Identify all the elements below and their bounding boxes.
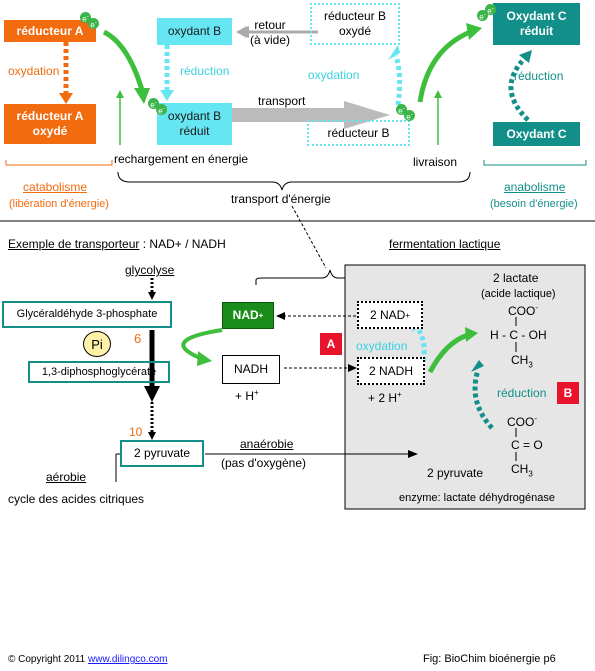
catabolisme-brace — [5, 160, 113, 166]
two-h-plus-label: + 2 H+ — [368, 390, 402, 405]
liberation-label: (libération d'énergie) — [9, 198, 109, 210]
glycolyse-label: glycolyse — [125, 263, 175, 277]
aerobie-label: aérobie — [46, 470, 87, 484]
transport-label: transport — [258, 94, 306, 108]
reduction-mid-label: réduction — [180, 64, 230, 78]
electron-icon: e- — [477, 10, 488, 22]
electron-icon: e- — [148, 98, 159, 110]
connector-dashed — [291, 205, 327, 269]
transport-arrow — [232, 101, 390, 129]
reducteur-a-oxyde-box: réducteur A oxydé — [4, 104, 96, 144]
reduction-bottom-arrow — [472, 369, 494, 430]
oxydation-right-arrow — [393, 55, 403, 106]
cycle-label: cycle des acides citriques — [8, 492, 145, 506]
lactate-row: H - C - OH — [490, 328, 547, 342]
fermentation-title: fermentation lactique — [389, 237, 501, 251]
label-b-badge: B — [557, 382, 579, 404]
ch3-top: CH3 — [511, 353, 533, 370]
anabolisme-brace — [483, 160, 587, 166]
website-link[interactable]: www.dilingco.com — [88, 654, 168, 665]
pas-oxygene-label: (pas d'oxygène) — [221, 456, 307, 470]
besoin-label: (besoin d'énergie) — [490, 198, 578, 210]
catabolisme-label: catabolisme — [23, 180, 88, 194]
oxydant-b-box: oxydant B — [157, 18, 232, 45]
green-arrow-b-to-c — [417, 29, 472, 103]
reducteur-b-oxyde-box: réducteur B oxydé — [310, 3, 400, 45]
pyruvate-row: C = O — [511, 438, 543, 452]
oxydant-c-box: Oxydant C — [493, 122, 580, 146]
anaerobie-label: anaérobie — [240, 437, 294, 451]
oxydation-bottom-label: oxydation — [356, 339, 408, 353]
step-10-label: 10 — [129, 425, 143, 439]
anabolisme-label: anabolisme — [504, 180, 566, 194]
copyright: © Copyright 2011 www.dilingco.com — [8, 654, 168, 665]
reduction-right-arrow — [508, 55, 530, 122]
green-arrow-nadh — [427, 332, 469, 374]
reducteur-a-box: réducteur A — [4, 20, 96, 42]
reducteur-a-label: réducteur A — [16, 23, 84, 38]
two-pyruvate-label: 2 pyruvate — [427, 466, 484, 480]
electron-icon: e- — [396, 104, 407, 116]
pi-bubble: Pi — [83, 331, 111, 357]
h-plus-label: + H+ — [235, 388, 259, 403]
oxydation-left-label: oxydation — [8, 64, 60, 78]
g3p-box: Glycéraldéhyde 3-phosphate — [2, 301, 172, 328]
green-arrow-a-to-b — [102, 29, 145, 91]
label-a-badge: A — [320, 333, 342, 355]
step-6-label: 6 — [134, 331, 142, 346]
oxydation-right-label: oxydation — [308, 68, 360, 82]
green-arrow-nad — [181, 328, 223, 360]
electron-icon: e- — [88, 18, 99, 30]
transport-brace — [117, 171, 471, 191]
coo-bottom: COO- — [507, 414, 538, 429]
two-nad-plus-box: 2 NAD+ — [357, 301, 423, 329]
two-nadh-box: 2 NADH — [357, 357, 425, 385]
two-lactate-label: 2 lactate — [493, 271, 539, 285]
dpg-box: 1,3-diphosphoglycérate — [28, 361, 170, 383]
acide-lactique-label: (acide lactique) — [481, 288, 556, 300]
electron-icon: e- — [156, 104, 167, 116]
ch3-bottom: CH3 — [511, 462, 533, 479]
recharge-label: rechargement en énergie — [114, 152, 249, 166]
reduction-right-label: réduction — [514, 69, 564, 83]
electron-icon: e- — [485, 4, 496, 16]
pyruvate-box: 2 pyruvate — [120, 440, 204, 467]
retour-label: retour (à vide) — [250, 18, 291, 47]
livraison-label: livraison — [413, 155, 458, 169]
electron-icon: e- — [404, 110, 415, 122]
exemple-title: Exemple de transporteur : NAD+ / NADH — [8, 237, 226, 251]
electron-icon: e- — [80, 12, 91, 24]
reduction-bottom-label: réduction — [497, 386, 547, 400]
nadh-box: NADH — [222, 355, 280, 384]
enzyme-label: enzyme: lactate déhydrogénase — [399, 492, 555, 504]
nad-plus-box: NAD+ — [222, 302, 274, 329]
oxydant-c-reduit-box: Oxydant C réduit — [493, 3, 580, 45]
coo-top: COO- — [508, 303, 539, 318]
oxydant-b-reduit-box: oxydant B réduit — [157, 103, 232, 145]
reducteur-b-box: réducteur B — [307, 120, 410, 146]
transport-energie-label: transport d'énergie — [231, 192, 331, 206]
fig-caption: Fig: BioChim bioénergie p6 — [423, 653, 556, 665]
